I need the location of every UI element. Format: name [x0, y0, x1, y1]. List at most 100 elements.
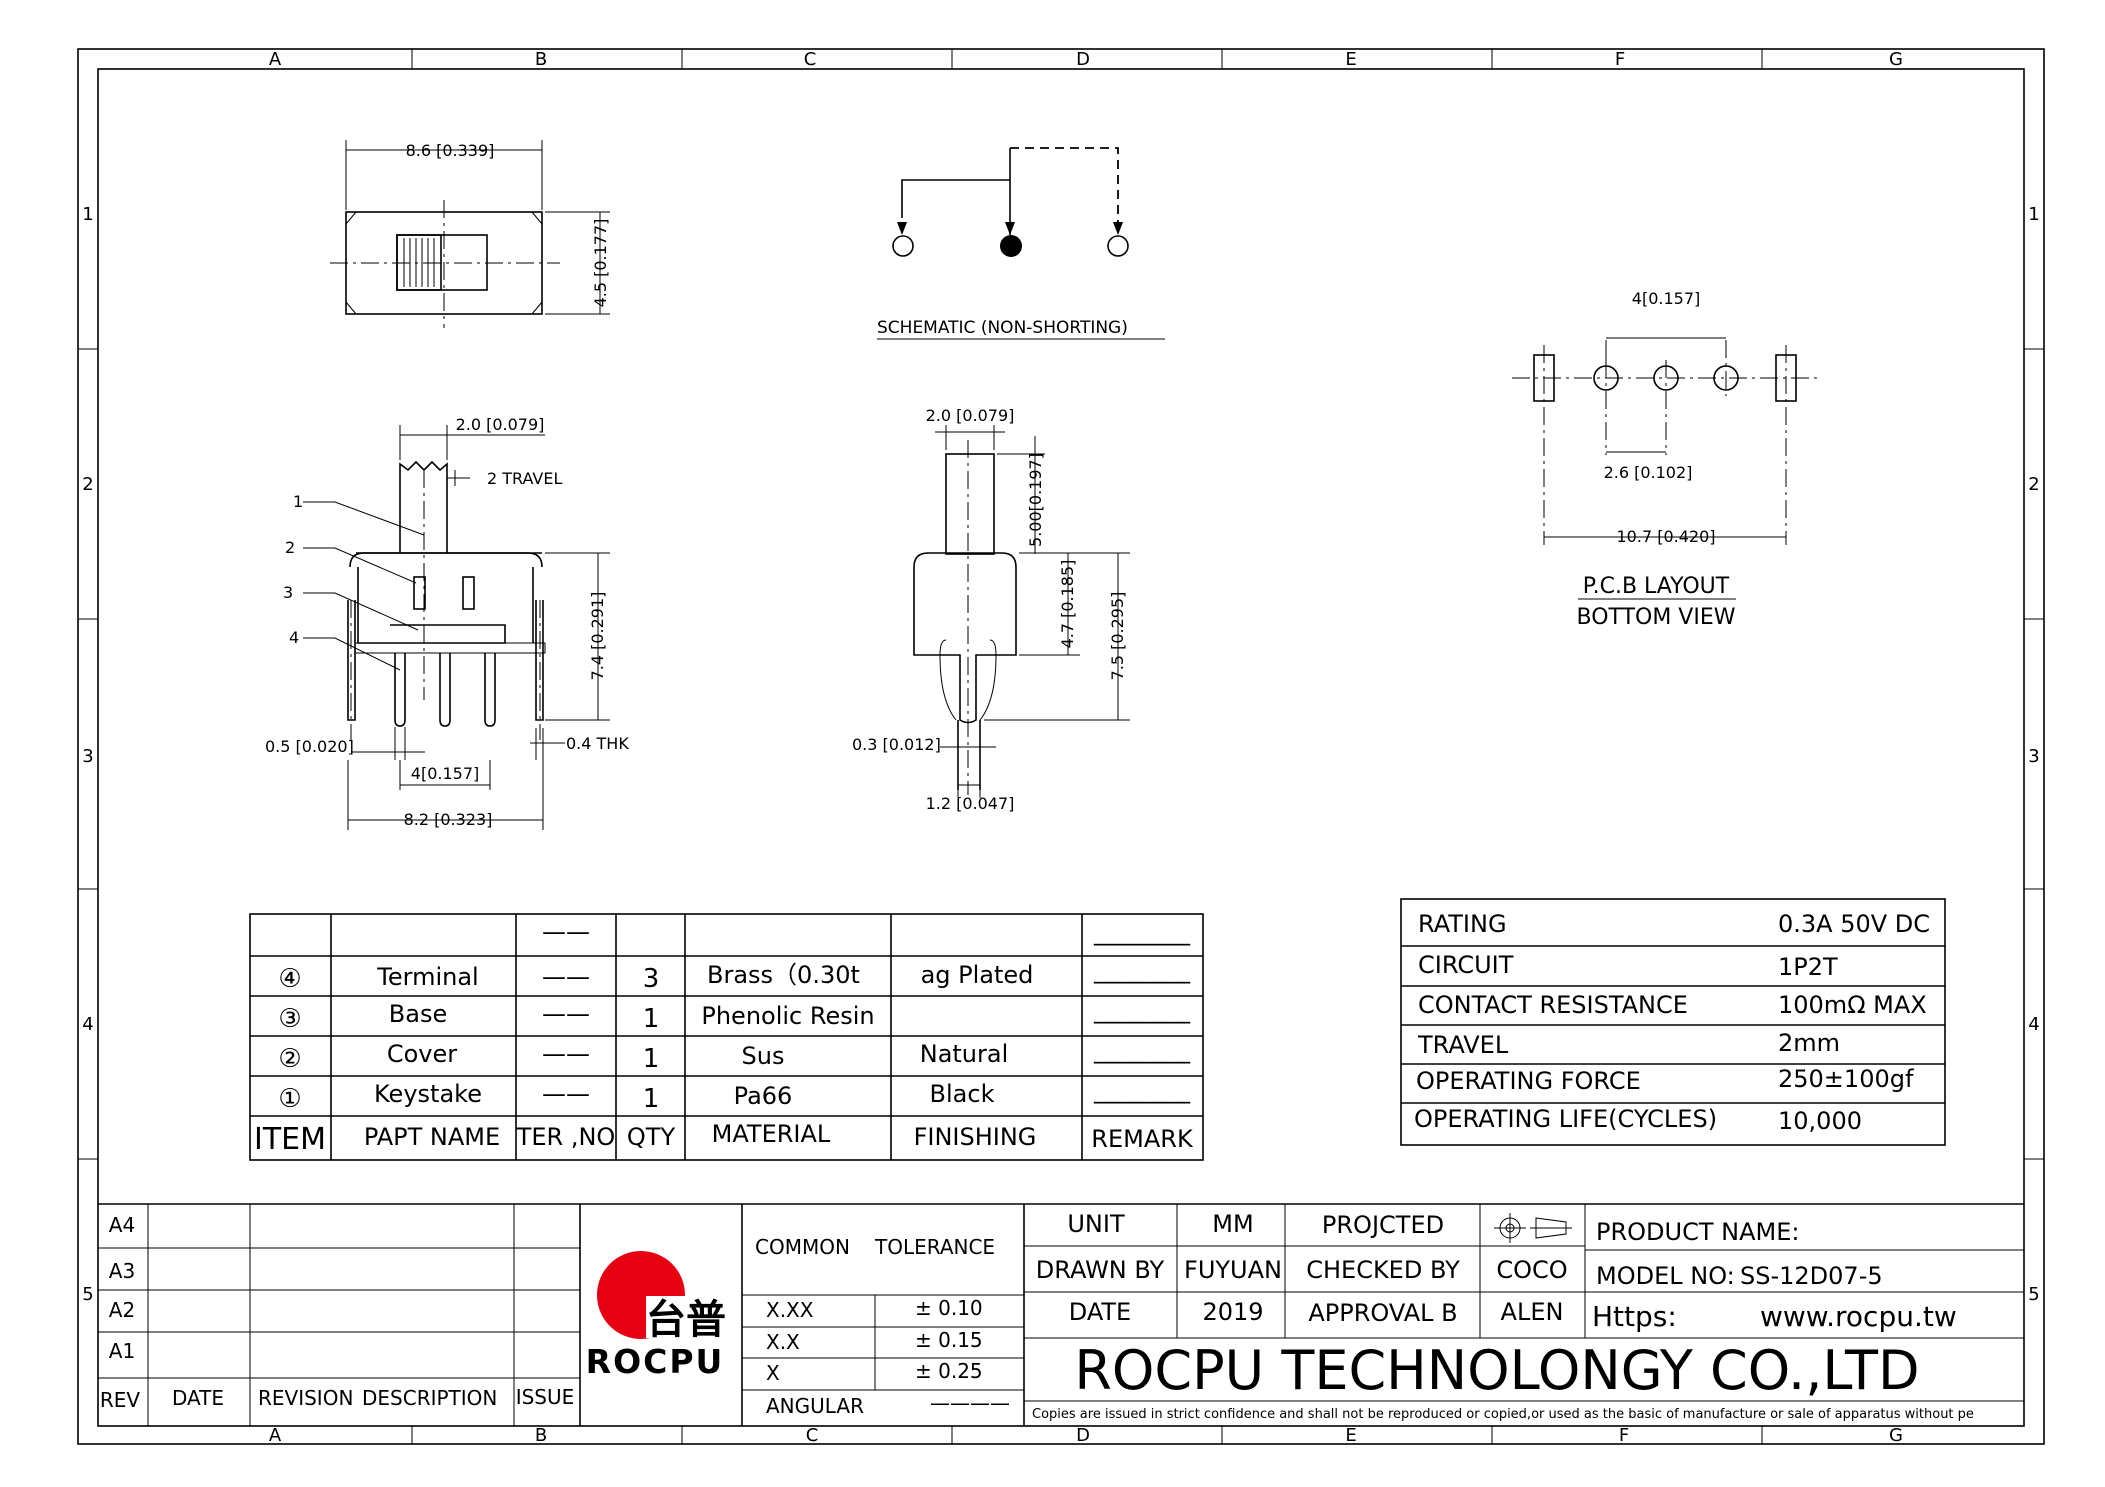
revision-a2: A2 [109, 1298, 135, 1322]
bom-row-qty: 1 [643, 1044, 660, 1074]
model-no-value: SS-12D07-5 [1740, 1262, 1883, 1290]
grid-col-g-bottom: G [1889, 1425, 1903, 1446]
spec-value-operating-life: 10,000 [1778, 1107, 1862, 1135]
front-balloon-2: 2 [285, 538, 295, 557]
top-view-height-dim: 4.5 [0.177] [591, 219, 610, 308]
approval-label: APPROVAL B [1308, 1299, 1457, 1327]
grid-col-c-bottom: C [806, 1425, 819, 1446]
grid-row-3: 3 [82, 746, 93, 767]
front-pitch-dim: 4[0.157] [411, 764, 479, 783]
bom-row-finishing: Black [930, 1080, 995, 1108]
front-overall-dim: 8.2 [0.323] [404, 810, 493, 829]
drawn-by-label: DRAWN BY [1036, 1256, 1165, 1284]
spec-label-contact-resistance: CONTACT RESISTANCE [1418, 991, 1688, 1019]
bom-row-item: ④ [278, 964, 301, 994]
top-view: 8.6 [0.339] 4.5 [0.177] [330, 140, 610, 328]
rev-header-revision: REVISION [258, 1386, 353, 1410]
tolerance-val-angular: ———— [930, 1391, 1010, 1415]
checked-by-label: CHECKED BY [1306, 1256, 1460, 1284]
side-pin-thk-dim: 0.3 [0.012] [852, 735, 941, 754]
front-balloon-1: 1 [293, 492, 303, 511]
spec-value-travel: 2mm [1778, 1029, 1840, 1057]
front-view: 2.0 [0.079] 2 TRAVEL 7.4 [0.291] 1 2 3 4… [265, 415, 629, 830]
tolerance-fmt-angular: ANGULAR [766, 1394, 864, 1418]
bom-row-item: ③ [278, 1004, 301, 1034]
bom-row-ter: —— [542, 963, 590, 991]
bom-row-name: Base [389, 1000, 447, 1028]
rev-header-date: DATE [172, 1386, 224, 1410]
pcb-layout-title: P.C.B LAYOUT [1583, 574, 1730, 599]
front-balloon-4: 4 [289, 628, 299, 647]
schematic-title: SCHEMATIC (NON-SHORTING) [877, 318, 1128, 338]
grid-row-2: 2 [82, 474, 93, 495]
bom-row-finishing: ag Plated [921, 961, 1034, 989]
pcb-pitch-top-dim: 4[0.157] [1632, 289, 1700, 308]
spec-label-operating-life: OPERATING LIFE(CYCLES) [1414, 1105, 1717, 1133]
bom-table: —— ________ ④ Terminal —— 3 Brass（0.30t … [249, 913, 1204, 1161]
bom-row-qty: 3 [643, 964, 660, 994]
bom-header-name: PAPT NAME [364, 1123, 500, 1151]
bom-row-material: Sus [742, 1042, 785, 1070]
front-pin-thk-dim: 0.4 THK [566, 734, 629, 753]
bom-row-name: Keystake [374, 1080, 482, 1108]
model-no-label: MODEL NO: [1596, 1262, 1735, 1290]
grid-col-e: E [1345, 49, 1356, 70]
grid-col-g: G [1889, 49, 1903, 70]
bom-row-finishing: Natural [920, 1040, 1009, 1068]
grid-col-e-bottom: E [1345, 1425, 1356, 1446]
product-name-label: PRODUCT NAME: [1596, 1218, 1799, 1246]
bom-header-qty: QTY [627, 1123, 676, 1151]
spec-label-travel: TRAVEL [1417, 1031, 1509, 1059]
bom-header-remark: REMARK [1091, 1125, 1194, 1153]
rev-header-issue: ISSUE [516, 1385, 575, 1409]
grid-row-1-right: 1 [2028, 204, 2039, 225]
logo-chinese-text: 台普 [646, 1297, 726, 1343]
tolerance-val-xx: ± 0.15 [915, 1328, 983, 1352]
spec-table: RATING 0.3A 50V DC CIRCUIT 1P2T CONTACT … [1400, 898, 1946, 1146]
tolerance-fmt-xxx: X.XX [766, 1298, 814, 1322]
revision-a1: A1 [109, 1339, 135, 1363]
side-actuator-height-dim: 5.00[0.197] [1026, 453, 1045, 547]
bom-row-material: Brass（0.30t [707, 961, 860, 989]
bom-header-item: ITEM [254, 1122, 326, 1157]
projected-label: PROJCTED [1322, 1211, 1444, 1239]
side-pin-width-dim: 1.2 [0.047] [926, 794, 1015, 813]
schematic: SCHEMATIC (NON-SHORTING) [877, 147, 1165, 340]
front-travel-label: 2 TRAVEL [487, 469, 562, 488]
bom-row-remark: ________ [1093, 1036, 1191, 1064]
bom-row-ter: —— [542, 1000, 590, 1028]
spec-value-operating-force: 250±100gf [1778, 1065, 1914, 1093]
bom-header-finishing: FINISHING [914, 1123, 1037, 1151]
company-name: ROCPU TECHNOLONGY CO.,LTD [1074, 1339, 1919, 1402]
grid-col-c: C [804, 49, 817, 70]
date-value: 2019 [1202, 1298, 1263, 1326]
drawn-by-value: FUYUAN [1184, 1256, 1282, 1284]
bom-header-top-remark: ________ [1093, 918, 1191, 946]
grid-row-4: 4 [82, 1014, 93, 1035]
https-value: www.rocpu.tw [1760, 1300, 1957, 1333]
bom-row-remark: ________ [1093, 996, 1191, 1024]
grid-row-2-right: 2 [2028, 474, 2039, 495]
grid-col-a: A [269, 49, 282, 70]
grid-row-1: 1 [82, 204, 93, 225]
confidential-notice: Copies are issued in strict confidence a… [1032, 1407, 1974, 1422]
https-label: Https: [1592, 1300, 1677, 1333]
projection-symbol-icon [1494, 1213, 1572, 1243]
rocpu-logo: 台普 ROCPU [586, 1251, 728, 1381]
spec-value-circuit: 1P2T [1778, 953, 1838, 981]
tolerance-fmt-xx: X.X [766, 1330, 800, 1354]
grid-col-b-bottom: B [535, 1425, 547, 1446]
grid-col-b: B [535, 49, 547, 70]
bom-row-qty: 1 [643, 1084, 660, 1114]
grid-row-3-right: 3 [2028, 746, 2039, 767]
pcb-layout: 4[0.157] 2.6 [0.102] 10.7 [0.420] P.C.B … [1512, 289, 1822, 630]
front-pin-width-dim: 0.5 [0.020] [265, 737, 354, 756]
rev-header-rev: REV [100, 1388, 141, 1412]
bom-row-ter: —— [542, 1040, 590, 1068]
checked-by-value: COCO [1496, 1256, 1567, 1284]
side-total-height-dim: 7.5 [0.295] [1108, 592, 1127, 681]
tolerance-common: COMMON [755, 1235, 850, 1259]
bom-row-item: ② [278, 1044, 301, 1074]
bom-row-remark: ________ [1093, 1076, 1191, 1104]
